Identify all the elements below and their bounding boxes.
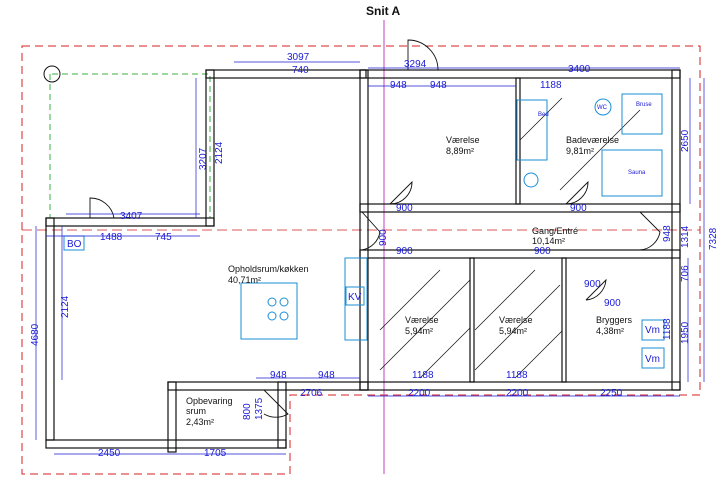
corner-marker-icon bbox=[43, 65, 61, 83]
dim-900-g: 900 bbox=[604, 298, 621, 309]
dim-1950: 1950 bbox=[680, 321, 691, 344]
room-ophold-area: 40,71m² bbox=[228, 275, 261, 285]
room-vaerelse-1-name: Værelse bbox=[446, 135, 480, 145]
dim-2450: 2450 bbox=[98, 448, 121, 459]
kv-box bbox=[345, 286, 365, 306]
room-vaerelse-2-area: 5,94m² bbox=[405, 326, 433, 336]
basin-icon bbox=[523, 172, 539, 188]
dim-1188-b: 1188 bbox=[662, 318, 673, 340]
wc-label: WC bbox=[597, 105, 608, 111]
room-vaerelse-1-area: 8,89m² bbox=[446, 146, 474, 156]
hob-burner-icon bbox=[267, 311, 277, 321]
sauna-area bbox=[601, 149, 663, 197]
wc-icon bbox=[594, 98, 612, 116]
kitchen-island bbox=[240, 282, 298, 340]
vm-box-1 bbox=[641, 319, 665, 341]
dim-948-b: 948 bbox=[430, 80, 447, 91]
dim-1188-c: 1188 bbox=[412, 370, 434, 381]
dim-745: 745 bbox=[155, 232, 172, 243]
dim-1314: 1314 bbox=[680, 225, 691, 248]
dim-1188-a: 1188 bbox=[540, 80, 562, 91]
room-opbevaring-name-2: srum bbox=[186, 406, 206, 416]
dim-948-d: 948 bbox=[270, 370, 287, 381]
room-vaerelse-2-name: Værelse bbox=[405, 315, 439, 325]
room-vaerelse-3-area: 5,94m² bbox=[499, 326, 527, 336]
room-vaerelse-3-name: Værelse bbox=[499, 315, 533, 325]
room-bryggers-name: Bryggers bbox=[596, 315, 633, 325]
dim-2650: 2650 bbox=[680, 129, 691, 152]
hob-burner-icon bbox=[279, 297, 289, 307]
hatching bbox=[379, 97, 641, 379]
dim-740: 740 bbox=[292, 65, 309, 76]
dim-3407: 3407 bbox=[120, 211, 143, 222]
dim-800: 800 bbox=[242, 403, 253, 420]
room-gang-area: 10,14m² bbox=[532, 236, 565, 246]
dim-3207: 3207 bbox=[198, 147, 209, 170]
dim-2124-b: 2124 bbox=[60, 295, 71, 318]
dim-7328: 7328 bbox=[708, 227, 719, 250]
door-swings bbox=[89, 39, 661, 418]
dim-3097: 3097 bbox=[287, 52, 310, 63]
dim-1488: 1488 bbox=[100, 232, 123, 243]
section-title: Snit A bbox=[366, 4, 401, 18]
dim-706: 706 bbox=[680, 265, 691, 282]
sauna-label: Sauna bbox=[628, 170, 646, 176]
room-bad-area: 9,81m² bbox=[566, 146, 594, 156]
dim-1375: 1375 bbox=[254, 397, 265, 420]
bo-label: BO bbox=[67, 239, 82, 250]
dim-900-e: 900 bbox=[584, 279, 601, 290]
dim-3400: 3400 bbox=[568, 64, 591, 75]
dim-2250: 2250 bbox=[600, 388, 623, 399]
dimension-lines bbox=[35, 61, 705, 455]
room-ophold-name: Opholdsrum/køkken bbox=[228, 264, 309, 274]
dim-2124-a: 2124 bbox=[214, 141, 225, 164]
dim-3294: 3294 bbox=[404, 59, 427, 70]
boundary-outline bbox=[21, 45, 701, 475]
bed-outline bbox=[516, 99, 548, 161]
dim-948-e: 948 bbox=[318, 370, 335, 381]
dim-948-a: 948 bbox=[390, 80, 407, 91]
room-bryggers-area: 4,38m² bbox=[596, 326, 624, 336]
terrace-outline bbox=[49, 73, 211, 219]
vm-label-2: Vm bbox=[645, 354, 660, 365]
bruse-label: Bruse bbox=[636, 102, 652, 108]
dim-900-d: 900 bbox=[534, 246, 551, 257]
dim-948-c: 948 bbox=[662, 225, 673, 242]
kitchen-counter bbox=[344, 257, 368, 341]
dim-1188-d: 1188 bbox=[506, 370, 528, 381]
vm-label-1: Vm bbox=[645, 325, 660, 336]
shower-area bbox=[621, 93, 663, 135]
vm-box-2 bbox=[641, 347, 665, 369]
dim-4680: 4680 bbox=[30, 323, 41, 346]
room-opbevaring-area: 2,43m² bbox=[186, 417, 214, 427]
walls bbox=[45, 69, 681, 453]
dim-2706: 2706 bbox=[300, 388, 323, 399]
dim-2200-b: 2200 bbox=[506, 388, 529, 399]
hob-burner-icon bbox=[267, 297, 277, 307]
room-bad-name: Badeværelse bbox=[566, 135, 619, 145]
hob-burner-icon bbox=[279, 311, 289, 321]
dim-2200-a: 2200 bbox=[408, 388, 431, 399]
dim-900-a: 900 bbox=[396, 203, 413, 214]
dim-900-c: 900 bbox=[396, 246, 413, 257]
dim-1705: 1705 bbox=[204, 448, 227, 459]
room-opbevaring-name-1: Opbevaring bbox=[186, 396, 233, 406]
room-gang-name: Gang/Entré bbox=[532, 226, 578, 236]
dim-900-b: 900 bbox=[570, 203, 587, 214]
bed-label: Bed bbox=[538, 112, 549, 118]
dim-900-f: 900 bbox=[378, 229, 389, 246]
kv-label: KV bbox=[348, 292, 362, 303]
